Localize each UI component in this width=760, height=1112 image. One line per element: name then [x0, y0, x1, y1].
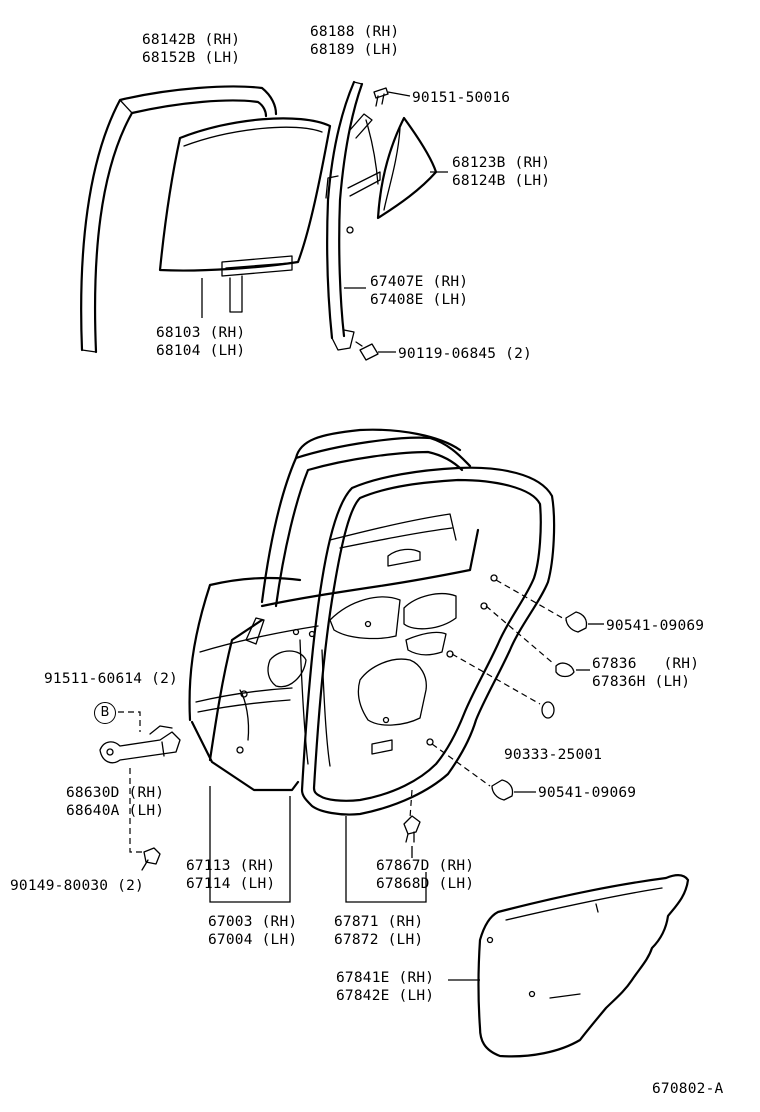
door-trim-board	[448, 874, 690, 1058]
door-shell	[188, 428, 498, 792]
dashed-leader-90541-lower	[431, 743, 491, 787]
label-67841e: 67841E (RH)67842E (LH)	[336, 970, 435, 1004]
clip-90541-lower	[491, 779, 536, 801]
label-90149: 90149-80030 (2)	[10, 878, 144, 894]
label-90119: 90119-06845 (2)	[398, 346, 532, 362]
plug-90333	[541, 701, 555, 719]
label-68103: 68103 (RH)68104 (LH)	[156, 325, 246, 359]
bracket-67871	[345, 816, 427, 903]
screw-90151	[373, 87, 411, 107]
label-67003: 67003 (RH)67004 (LH)	[208, 914, 298, 948]
label-67407e: 67407E (RH)67408E (LH)	[370, 274, 469, 308]
label-90151: 90151-50016	[412, 90, 511, 106]
dashed-leader-90541-upper	[495, 579, 567, 621]
dashed-leader-67867d	[409, 789, 413, 819]
clip-67836	[555, 662, 590, 678]
screw-90119	[355, 341, 396, 361]
ref-marker-b: B	[94, 702, 116, 724]
label-67113: 67113 (RH)67114 (LH)	[186, 858, 276, 892]
label-68142b: 68142B (RH)68152B (LH)	[142, 32, 241, 66]
label-67867d: 67867D (RH)67868D (LH)	[376, 858, 475, 892]
glass-run-channel	[80, 85, 278, 354]
label-67836: 67836 (RH)67836H (LH)	[592, 656, 700, 690]
label-90541-lower: 90541-09069	[538, 785, 637, 801]
door-weatherstrip	[300, 466, 556, 816]
clip-67867d	[403, 815, 421, 843]
door-hinge	[99, 711, 181, 871]
clip-90541-upper	[565, 611, 604, 633]
label-68630d: 68630D (RH)68640A (LH)	[66, 785, 165, 819]
label-68188: 68188 (RH)68189 (LH)	[310, 24, 400, 58]
dashed-leader-67836a	[485, 605, 555, 665]
label-67871: 67871 (RH)67872 (LH)	[334, 914, 424, 948]
dashed-leader-67836b	[451, 653, 541, 705]
label-68123b: 68123B (RH)68124B (LH)	[452, 155, 551, 189]
diagram-code: 670802-A	[652, 1081, 724, 1097]
bracket-67003	[209, 796, 291, 903]
label-90333: 90333-25001	[504, 747, 603, 763]
label-90541-upper: 90541-09069	[606, 618, 705, 634]
label-91511: 91511-60614 (2)	[44, 671, 178, 687]
division-bar	[325, 80, 381, 351]
door-glass	[158, 117, 332, 318]
quarter-glass	[376, 116, 438, 220]
